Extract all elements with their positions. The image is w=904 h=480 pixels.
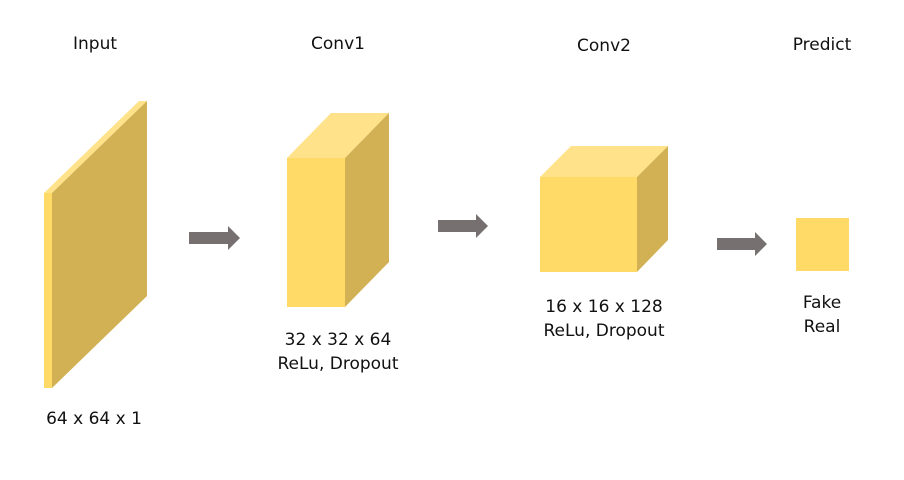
predict-title: Predict (792, 35, 852, 55)
conv2-caption: 16 x 16 x 128 ReLu, Dropout (543, 295, 664, 343)
conv2-block-front-face (540, 177, 637, 272)
conv1-block-top-face (287, 113, 389, 158)
conv1-block (287, 113, 389, 307)
predict-class-fake: Fake (802, 293, 842, 313)
predict-block-face (796, 218, 849, 271)
conv1-block-front-face (287, 158, 345, 307)
input-block-side-face (52, 101, 147, 388)
conv2-operations: ReLu, Dropout (543, 321, 665, 341)
conv1-title: Conv1 (311, 34, 365, 54)
input-dimensions: 64 x 64 x 1 (46, 409, 142, 429)
conv1-block-side-face (345, 113, 389, 307)
conv2-title: Conv2 (577, 36, 631, 56)
arrow-input-to-conv1 (189, 226, 240, 250)
predict-block (796, 218, 849, 271)
conv1-dimensions: 32 x 32 x 64 (284, 330, 392, 350)
input-block-front-face (44, 193, 52, 388)
conv2-block-top-face (540, 146, 668, 177)
input-block-top-face (44, 101, 147, 193)
conv2-dimensions: 16 x 16 x 128 (545, 297, 663, 317)
input-block (44, 101, 147, 388)
arrow-conv2-to-predict (717, 232, 767, 256)
input-title: Input (72, 34, 118, 54)
conv2-block (540, 146, 668, 272)
predict-class-real: Real (803, 317, 841, 337)
conv1-caption: 32 x 32 x 64 ReLu, Dropout (277, 328, 398, 376)
conv2-block-side-face (637, 146, 668, 272)
arrow-conv1-to-conv2 (438, 214, 488, 238)
input-caption: 64 x 64 x 1 (46, 407, 142, 431)
conv1-operations: ReLu, Dropout (277, 354, 399, 374)
predict-caption: Fake Real (803, 291, 841, 339)
